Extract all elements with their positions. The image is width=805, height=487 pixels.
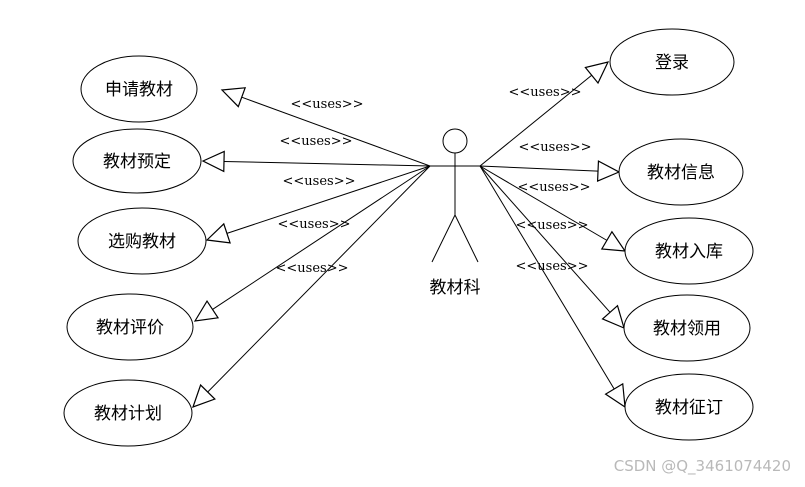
use-case-label: 教材信息 xyxy=(647,163,715,183)
association-line-left-4 xyxy=(212,165,431,310)
association-links: <<uses>> <<uses>> <<uses>> <<uses>> <<uses>>… xyxy=(192,61,627,409)
uses-stereotype-label: <<uses>> xyxy=(509,85,582,100)
arrowhead-icon-right-2 xyxy=(596,160,621,183)
use-case-ellipse xyxy=(618,138,744,206)
use-case-ellipse xyxy=(72,128,202,194)
use-case-label: 登录 xyxy=(655,53,689,73)
use-case-label: 选购教材 xyxy=(108,232,176,252)
arrowhead-icon-right-1 xyxy=(584,61,610,85)
use-case-ellipse xyxy=(63,379,193,447)
actor-left-leg xyxy=(431,214,456,263)
use-case-ellipse xyxy=(623,294,751,362)
use-case-left-5: 教材计划 xyxy=(63,379,193,447)
use-case-left-2: 教材预定 xyxy=(72,128,202,194)
arrowhead-icon-left-4 xyxy=(193,299,220,322)
arrowhead-icon-left-5 xyxy=(192,383,216,408)
use-case-label: 教材领用 xyxy=(653,319,721,339)
use-case-label: 教材征订 xyxy=(655,398,723,418)
use-case-left-4: 教材评价 xyxy=(66,293,194,361)
use-case-right-5: 教材征订 xyxy=(624,373,754,441)
use-case-ellipse xyxy=(80,55,198,123)
use-case-ellipse xyxy=(77,207,207,275)
association-line-left-1 xyxy=(241,96,431,167)
use-case-ellipse xyxy=(624,373,754,441)
arrowhead-icon-right-3 xyxy=(600,230,627,252)
uses-stereotype-label: <<uses>> xyxy=(276,261,349,276)
use-case-label: 教材预定 xyxy=(103,152,171,172)
arrowhead-icon-right-5 xyxy=(604,382,626,409)
use-case-label: 教材计划 xyxy=(94,404,162,424)
association-line-left-3 xyxy=(226,165,431,234)
arrowhead-icon-right-4 xyxy=(601,304,625,330)
use-case-right-3: 教材入库 xyxy=(624,217,754,285)
arrowhead-icon-left-3 xyxy=(205,222,231,244)
use-case-ellipse xyxy=(609,28,735,96)
association-line-left-5 xyxy=(207,165,431,393)
actor-right-leg xyxy=(454,214,479,263)
use-case-label: 教材入库 xyxy=(655,242,723,262)
actor-figure: 教材科 xyxy=(430,128,481,298)
uses-stereotype-label: <<uses>> xyxy=(283,174,356,189)
association-line-right-1 xyxy=(479,74,593,167)
uses-stereotype-label: <<uses>> xyxy=(516,218,589,233)
uses-stereotype-label: <<uses>> xyxy=(291,97,364,112)
use-case-right-4: 教材领用 xyxy=(623,294,751,362)
uses-stereotype-label: <<uses>> xyxy=(518,180,591,195)
use-case-left-3: 选购教材 xyxy=(77,207,207,275)
watermark: CSDN @Q_3461074420 xyxy=(613,457,791,475)
actor-head xyxy=(442,128,468,154)
uses-stereotype-label: <<uses>> xyxy=(278,217,351,232)
use-case-ellipse xyxy=(624,217,754,285)
association-line-left-2 xyxy=(223,160,431,167)
use-case-ellipse xyxy=(66,293,194,361)
use-case-left-1: 申请教材 xyxy=(80,55,198,123)
uses-stereotype-label: <<uses>> xyxy=(519,140,592,155)
association-line-right-4 xyxy=(479,165,611,313)
actor-label: 教材科 xyxy=(430,278,481,298)
arrowhead-icon-left-2 xyxy=(201,150,225,173)
uses-stereotype-label: <<uses>> xyxy=(280,134,353,149)
use-case-label: 教材评价 xyxy=(96,318,164,338)
use-case-right-1: 登录 xyxy=(609,28,735,96)
uses-stereotype-label: <<uses>> xyxy=(516,259,589,274)
association-line-right-3 xyxy=(479,165,608,241)
use-case-right-2: 教材信息 xyxy=(618,138,744,206)
association-line-right-2 xyxy=(479,165,599,172)
arrowhead-icon-left-1 xyxy=(220,87,247,108)
association-line-right-5 xyxy=(479,165,615,390)
use-case-label: 申请教材 xyxy=(105,80,173,100)
